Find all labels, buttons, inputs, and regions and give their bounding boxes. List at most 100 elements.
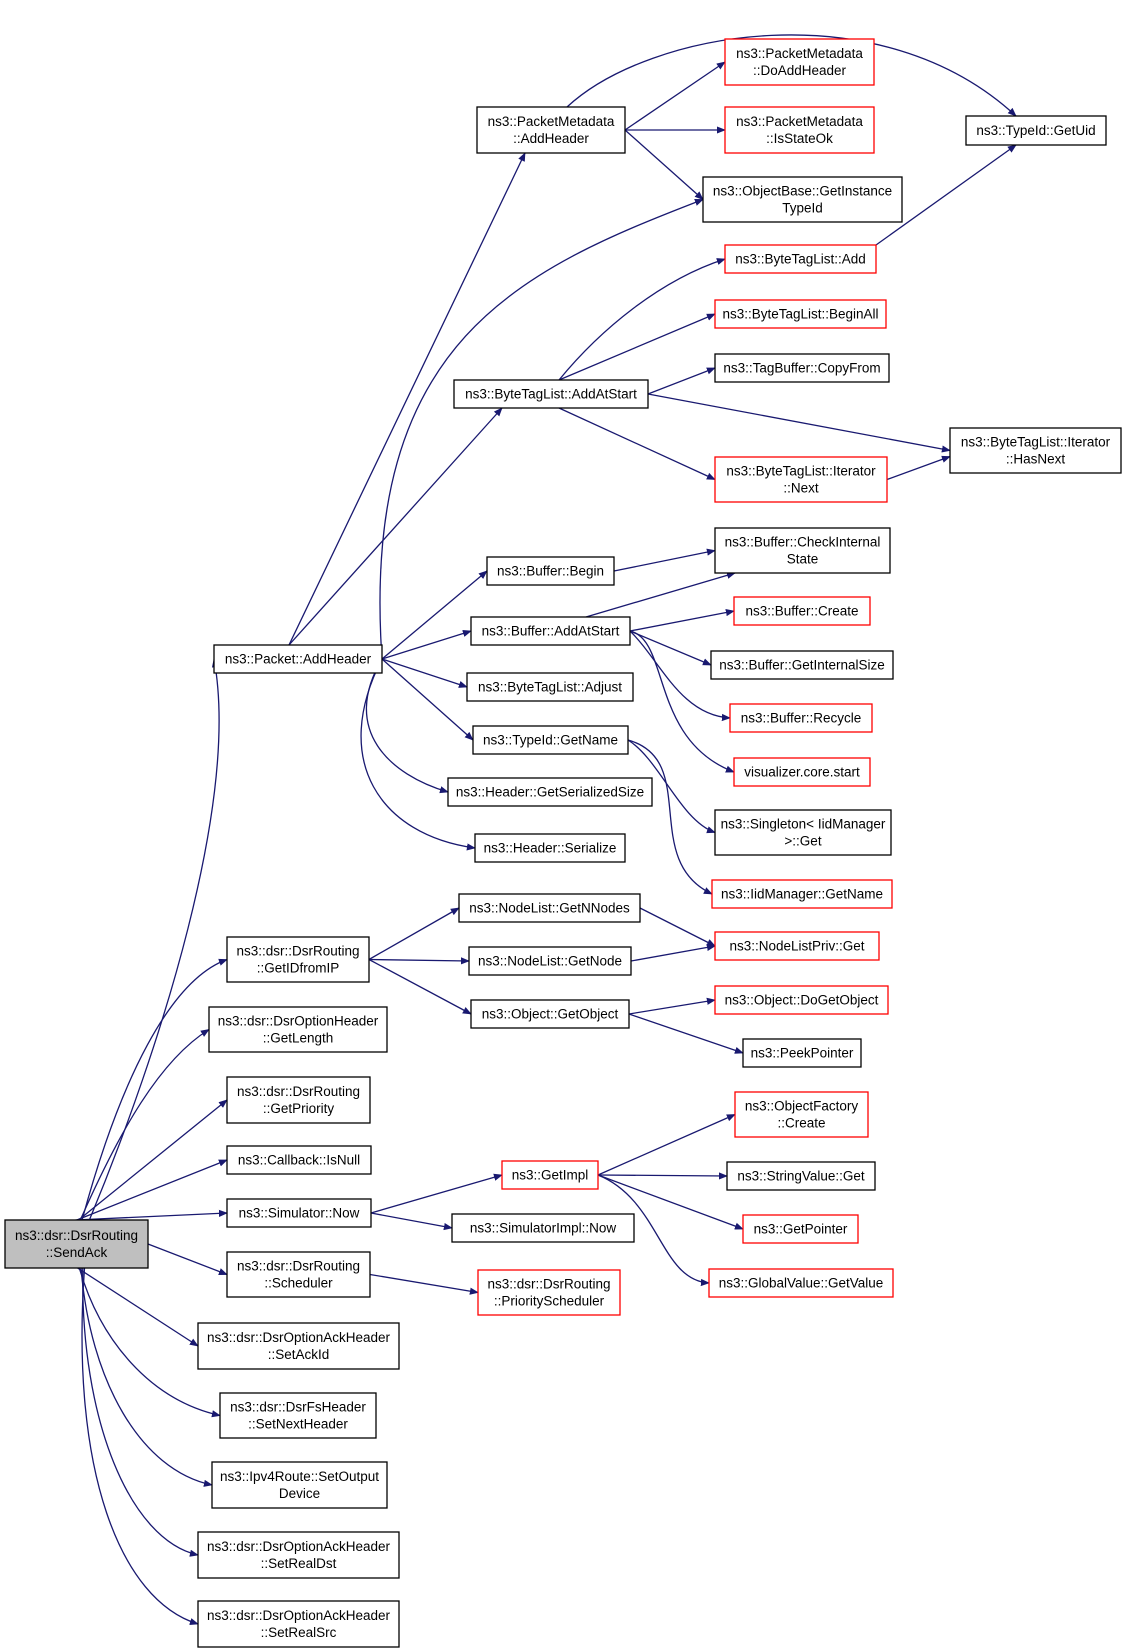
edge-send-ack-to-set-ack-id (77, 1267, 199, 1347)
edge-packet-add-header-to-packetmetadata-addheader (288, 152, 526, 646)
node-header-getserializedsize[interactable]: ns3::Header::GetSerializedSize (447, 777, 653, 807)
node-box (474, 833, 626, 863)
node-label: ::Next (783, 481, 819, 496)
node-label: ns3::Packet::AddHeader (225, 652, 372, 667)
edge-send-ack-to-set-real-dst (82, 1267, 199, 1557)
node-dsr-priorityscheduler[interactable]: ns3::dsr::DsrRouting::PriorityScheduler (477, 1269, 621, 1316)
node-buffer-create[interactable]: ns3::Buffer::Create (733, 596, 871, 626)
node-box (714, 809, 892, 856)
node-nodelist-getnode[interactable]: ns3::NodeList::GetNode (468, 946, 632, 976)
node-bytetaglist-add[interactable]: ns3::ByteTagList::Add (724, 244, 877, 274)
node-typeid-getuid[interactable]: ns3::TypeId::GetUid (965, 115, 1107, 146)
node-label: ::SetNextHeader (248, 1417, 348, 1432)
edge-bytetaglist-addatstart-to-iterator-next (558, 407, 716, 481)
node-set-real-src[interactable]: ns3::dsr::DsrOptionAckHeader::SetRealSrc (197, 1600, 400, 1648)
node-label: ns3::Callback::IsNull (238, 1153, 360, 1168)
node-buffer-addatstart[interactable]: ns3::Buffer::AddAtStart (470, 616, 631, 646)
node-label: ::Scheduler (264, 1276, 333, 1291)
node-callback-isnull[interactable]: ns3::Callback::IsNull (226, 1145, 372, 1175)
node-packetmetadata-addheader[interactable]: ns3::PacketMetadata::AddHeader (476, 106, 626, 154)
node-label: ns3::Buffer::Recycle (741, 711, 862, 726)
edge-send-ack-to-set-real-src (81, 1267, 199, 1626)
node-iterator-next[interactable]: ns3::ByteTagList::Iterator::Next (714, 456, 888, 503)
node-dsr-scheduler[interactable]: ns3::dsr::DsrRouting::Scheduler (226, 1251, 371, 1298)
node-label: ns3::PeekPointer (751, 1046, 854, 1061)
node-singleton-get[interactable]: ns3::Singleton< IidManager>::Get (714, 809, 892, 856)
node-box (4, 1219, 149, 1269)
node-label: ns3::ByteTagList::Iterator (961, 435, 1111, 450)
node-label: ns3::ByteTagList::AddAtStart (465, 387, 637, 402)
node-bytetaglist-adjust[interactable]: ns3::ByteTagList::Adjust (466, 672, 634, 702)
node-box (714, 527, 891, 574)
node-object-dogetobject[interactable]: ns3::Object::DoGetObject (714, 985, 889, 1015)
node-box (742, 1038, 862, 1068)
node-buffer-recycle[interactable]: ns3::Buffer::Recycle (729, 703, 873, 733)
node-label: ::GetPriority (263, 1101, 335, 1116)
node-box (226, 936, 370, 983)
node-label: Device (279, 1486, 320, 1501)
node-set-next-header[interactable]: ns3::dsr::DsrFsHeader::SetNextHeader (219, 1392, 377, 1439)
node-set-real-dst[interactable]: ns3::dsr::DsrOptionAckHeader::SetRealDst (197, 1531, 400, 1579)
edge-layer (75, 34, 1017, 1626)
node-typeid-getname[interactable]: ns3::TypeId::GetName (472, 725, 629, 755)
node-getpointer[interactable]: ns3::GetPointer (742, 1214, 859, 1244)
node-nodelist-getnnodes[interactable]: ns3::NodeList::GetNNodes (458, 893, 641, 923)
node-globalvalue-getvalue[interactable]: ns3::GlobalValue::GetValue (708, 1268, 894, 1298)
node-object-getobject[interactable]: ns3::Object::GetObject (470, 999, 630, 1029)
node-label: ns3::dsr::DsrRouting (236, 944, 359, 959)
node-iterator-hasnext[interactable]: ns3::ByteTagList::Iterator::HasNext (949, 427, 1122, 474)
node-packetmetadata-doaddheader[interactable]: ns3::PacketMetadata::DoAddHeader (724, 38, 875, 86)
node-label: ns3::dsr::DsrRouting (237, 1259, 360, 1274)
node-send-ack[interactable]: ns3::dsr::DsrRouting::SendAck (4, 1219, 149, 1269)
node-label: ns3::dsr::DsrRouting (237, 1084, 360, 1099)
edge-packet-add-header-to-header-serialize (360, 658, 476, 851)
node-simulatorimpl-now[interactable]: ns3::SimulatorImpl::Now (451, 1213, 635, 1243)
node-box (714, 353, 890, 383)
node-peekpointer[interactable]: ns3::PeekPointer (742, 1038, 862, 1068)
node-buffer-getinternalsize[interactable]: ns3::Buffer::GetInternalSize (710, 650, 894, 680)
node-bytetaglist-addatstart[interactable]: ns3::ByteTagList::AddAtStart (453, 379, 649, 409)
node-box (729, 703, 873, 733)
edge-packetmetadata-addheader-to-objectbase-getinstancetypeid (624, 129, 704, 201)
node-visualizer-core-start[interactable]: visualizer.core.start (733, 757, 871, 787)
node-box (711, 879, 893, 909)
edge-send-ack-to-set-next-header (78, 1267, 221, 1418)
node-label: ::AddHeader (513, 131, 589, 146)
node-iidmanager-getname[interactable]: ns3::IidManager::GetName (711, 879, 893, 909)
node-label: ns3::Object::DoGetObject (725, 993, 879, 1008)
node-label: ns3::PacketMetadata (736, 46, 863, 61)
node-packetmetadata-isstateok[interactable]: ns3::PacketMetadata::IsStateOk (724, 106, 875, 154)
node-packet-add-header[interactable]: ns3::Packet::AddHeader (213, 644, 383, 674)
node-bytetaglist-beginall[interactable]: ns3::ByteTagList::BeginAll (714, 299, 887, 329)
edge-bytetaglist-addatstart-to-tagbuffer-copyfrom (647, 367, 716, 395)
node-dsr-get-priority[interactable]: ns3::dsr::DsrRouting::GetPriority (226, 1076, 371, 1124)
node-option-header-getlength[interactable]: ns3::dsr::DsrOptionHeader::GetLength (208, 1006, 388, 1053)
node-label: ns3::GetPointer (754, 1222, 848, 1237)
node-buffer-begin[interactable]: ns3::Buffer::Begin (486, 556, 615, 586)
node-box (219, 1392, 377, 1439)
node-getid-from-ip[interactable]: ns3::dsr::DsrRouting::GetIDfromIP (226, 936, 370, 983)
node-set-ack-id[interactable]: ns3::dsr::DsrOptionAckHeader::SetAckId (197, 1322, 400, 1370)
node-tagbuffer-copyfrom[interactable]: ns3::TagBuffer::CopyFrom (714, 353, 890, 383)
node-layer: ns3::dsr::DsrRouting::SendAck ns3::Packet… (4, 38, 1122, 1648)
node-nodelistpriv-get[interactable]: ns3::NodeListPriv::Get (714, 931, 880, 961)
edge-getimpl-to-getpointer (597, 1174, 744, 1230)
node-label: ns3::Header::GetSerializedSize (456, 785, 644, 800)
edge-send-ack-to-packet-add-header (88, 658, 220, 1221)
edge-packet-add-header-to-objectbase-getinstancetypeid (379, 198, 704, 660)
node-header-serialize[interactable]: ns3::Header::Serialize (474, 833, 626, 863)
node-label: ns3::NodeList::GetNNodes (469, 901, 630, 916)
node-getimpl[interactable]: ns3::GetImpl (501, 1160, 599, 1190)
node-label: ::DoAddHeader (753, 63, 847, 78)
node-simulator-now[interactable]: ns3::Simulator::Now (226, 1198, 372, 1228)
node-label: ns3::TagBuffer::CopyFrom (723, 361, 880, 376)
node-box (949, 427, 1122, 474)
node-objectfactory-create[interactable]: ns3::ObjectFactory::Create (734, 1091, 869, 1138)
edge-packet-add-header-to-bytetaglist-adjust (381, 658, 468, 688)
node-stringvalue-get[interactable]: ns3::StringValue::Get (726, 1161, 876, 1191)
node-box (708, 1268, 894, 1298)
